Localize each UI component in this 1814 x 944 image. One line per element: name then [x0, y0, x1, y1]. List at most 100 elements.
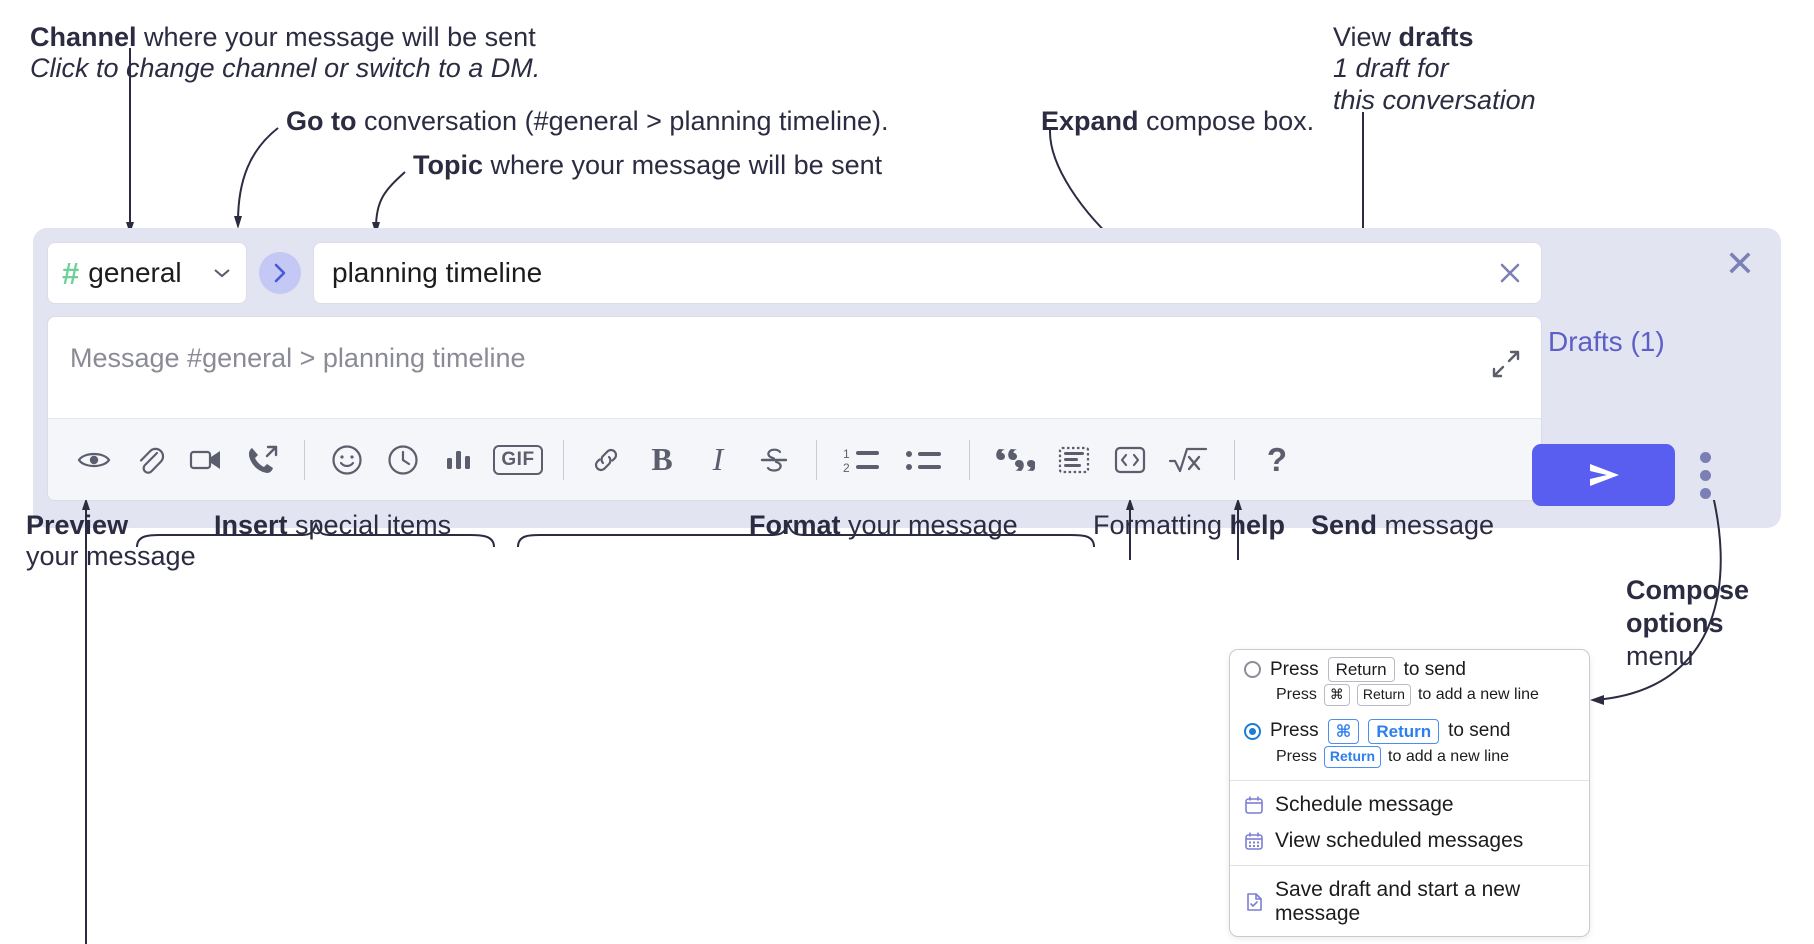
option2-sub-suffix: to add a new line: [1388, 747, 1510, 765]
option1-sub-key1: ⌘: [1323, 684, 1350, 706]
expand-compose-icon[interactable]: [1491, 349, 1521, 379]
toolbar-divider: [563, 439, 564, 480]
annotation-insert-rest: special items: [287, 510, 452, 540]
annotation-drafts-italic2: this conversation: [1333, 84, 1536, 115]
menu-option-return-to-send[interactable]: Press Return to send: [1230, 650, 1589, 684]
kebab-dot: [1700, 488, 1711, 499]
channel-name: general: [88, 257, 182, 288]
annotation-send: Send message: [1311, 510, 1494, 541]
poll-bars-icon[interactable]: [431, 432, 487, 488]
clear-topic-icon[interactable]: [1495, 258, 1525, 288]
menu-option2-hint: Press Return to add a new line: [1230, 746, 1589, 774]
annotation-expand: Expand compose box.: [1041, 106, 1314, 137]
annotation-topic-bold: Topic: [413, 150, 483, 180]
annotation-help-pre: Formatting: [1093, 510, 1230, 540]
italic-label: I: [712, 441, 724, 477]
toolbar-divider: [304, 439, 305, 480]
annotation-compose-options: Compose options menu: [1626, 574, 1749, 673]
formatting-help-icon[interactable]: ?: [1249, 432, 1305, 488]
phone-forward-icon[interactable]: [234, 432, 290, 488]
menu-item-save-draft[interactable]: Save draft and start a new message: [1230, 872, 1589, 936]
goto-conversation-button[interactable]: [259, 252, 301, 294]
menu-item-schedule-message[interactable]: Schedule message: [1230, 787, 1589, 823]
video-camera-icon[interactable]: [178, 432, 234, 488]
annotation-topic: Topic where your message will be sent: [413, 150, 882, 181]
option1-sub-suffix: to add a new line: [1417, 686, 1539, 703]
kebab-dot: [1700, 452, 1711, 463]
preview-eye-icon[interactable]: [66, 432, 122, 488]
code-block-icon[interactable]: [1046, 432, 1102, 488]
annotation-preview: Preview your message: [26, 510, 196, 573]
compose-header-row: # general planning timeline: [47, 242, 1542, 304]
toolbar-divider: [1234, 439, 1235, 480]
send-paper-plane-icon: [1589, 464, 1619, 486]
menu-item-label: Schedule message: [1275, 792, 1454, 816]
menu-item-label: View scheduled messages: [1275, 828, 1524, 852]
annotation-channel-bold: Channel: [30, 22, 137, 52]
menu-option-cmd-return-to-send[interactable]: Press ⌘ Return to send: [1230, 712, 1589, 746]
radio-selected-icon[interactable]: [1244, 722, 1261, 740]
emoji-smiley-icon[interactable]: [319, 432, 375, 488]
inline-code-icon[interactable]: [1102, 432, 1158, 488]
annotation-format: Format your message: [749, 510, 1018, 541]
calendar-icon: [1244, 795, 1264, 815]
gif-label: GIF: [493, 444, 543, 475]
channel-selector[interactable]: # general: [47, 242, 247, 304]
annotation-drafts-bold: drafts: [1398, 22, 1474, 52]
option1-sub-key2: Return: [1356, 684, 1411, 706]
message-placeholder: Message #general > planning timeline: [70, 343, 526, 373]
attachment-paperclip-icon[interactable]: [122, 432, 178, 488]
option1-sub-press: Press: [1276, 686, 1317, 703]
math-formula-icon[interactable]: [1158, 432, 1220, 488]
annotation-format-bold: Format: [749, 510, 841, 540]
drafts-link[interactable]: Drafts (1): [1548, 326, 1665, 357]
option1-key: Return: [1327, 657, 1395, 683]
option2-sub-key: Return: [1323, 746, 1382, 768]
link-icon[interactable]: [578, 432, 634, 488]
annotation-help-bold: help: [1229, 510, 1286, 540]
annotation-send-rest: message: [1377, 510, 1495, 540]
annotation-compose-options-bold2: options: [1626, 607, 1724, 638]
radio-unselected-icon[interactable]: [1244, 661, 1261, 679]
clock-icon[interactable]: [375, 432, 431, 488]
option2-key2: Return: [1368, 718, 1440, 744]
annotation-format-rest: your message: [840, 510, 1018, 540]
chevron-down-icon: [212, 267, 232, 279]
compose-options-menu: Press Return to send Press ⌘ Return to a…: [1229, 649, 1590, 937]
menu-item-view-scheduled-messages[interactable]: View scheduled messages: [1230, 823, 1589, 859]
compose-options-button[interactable]: [1700, 452, 1711, 499]
help-label: ?: [1266, 440, 1288, 478]
toolbar-divider: [816, 439, 817, 480]
bold-icon[interactable]: B: [634, 432, 690, 488]
menu-item-label: Save draft and start a new message: [1275, 877, 1521, 925]
menu-divider: [1230, 864, 1589, 866]
topic-value: planning timeline: [332, 257, 543, 288]
blockquote-icon[interactable]: [984, 432, 1046, 488]
message-input-container[interactable]: Message #general > planning timeline: [47, 316, 1542, 501]
annotation-drafts-italic1: 1 draft for: [1333, 53, 1449, 84]
annotation-preview-bold: Preview: [26, 510, 129, 540]
close-icon[interactable]: ✕: [1724, 243, 1755, 284]
menu-option1-hint: Press ⌘ Return to add a new line: [1230, 684, 1589, 712]
save-draft-icon: [1244, 892, 1264, 912]
annotation-topic-rest: where your message will be sent: [483, 150, 883, 180]
topic-input[interactable]: planning timeline: [313, 242, 1542, 304]
hash-icon: #: [62, 255, 80, 291]
option1-suffix: to send: [1403, 658, 1466, 680]
option2-sub-press: Press: [1276, 747, 1317, 765]
annotation-channel-italic: Click to change channel or switch to a D…: [30, 53, 541, 84]
annotation-channel: Channel where your message will be sent …: [30, 22, 540, 85]
annotation-help: Formatting help: [1093, 510, 1285, 541]
send-button[interactable]: [1532, 444, 1675, 506]
annotation-expand-rest: compose box.: [1138, 106, 1315, 136]
gif-icon[interactable]: GIF: [487, 432, 549, 488]
annotation-drafts-pre: View: [1333, 22, 1399, 52]
strikethrough-icon[interactable]: [746, 432, 802, 488]
italic-icon[interactable]: I: [690, 432, 746, 488]
bulleted-list-icon[interactable]: [893, 432, 955, 488]
calendar-grid-icon: [1244, 831, 1264, 851]
toolbar-divider: [969, 439, 970, 480]
annotation-channel-rest: where your message will be sent: [136, 22, 536, 52]
